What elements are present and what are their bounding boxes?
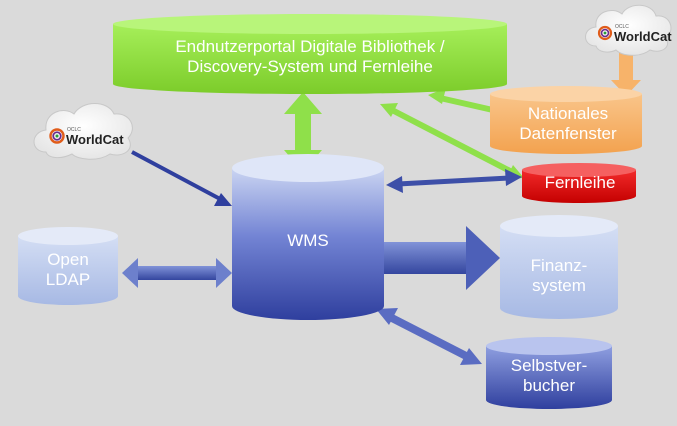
finanzsystem-cylinder: [500, 215, 618, 319]
finanzsystem-label-line1: Finanz-: [530, 256, 588, 275]
selbstverbucher-cylinder: [486, 337, 612, 409]
portal-cylinder: [113, 14, 507, 94]
nationales-datenfenster-label: Nationales Datenfenster: [488, 104, 648, 144]
nationales-label-line2: Datenfenster: [519, 124, 617, 144]
finanzsystem-label-line2: system: [532, 276, 586, 296]
selbstverbucher-label-line2: bucher: [523, 376, 575, 396]
arrow-worldcat-to-nationales: [611, 52, 641, 96]
selbstverbucher-label: Selbstver- bucher: [486, 356, 612, 396]
finanzsystem-label: Finanz- system: [500, 256, 618, 296]
portal-label-line2: Discovery-System und Fernleihe: [187, 57, 433, 77]
arrow-wms-fernleihe: [386, 169, 522, 193]
fernleihe-label: Fernleihe: [544, 173, 616, 192]
ldap-cylinder: [18, 227, 118, 305]
worldcat-oclc-text-left: OCLC: [67, 127, 81, 133]
wms-label: WMS: [287, 231, 329, 250]
arrow-worldcat-to-wms: [131, 150, 232, 206]
ldap-label-line1: Open: [47, 250, 89, 269]
worldcat-logo-icon: [49, 128, 65, 144]
arrow-ldap-wms: [122, 258, 232, 288]
worldcat-brand-text-top-right: WorldCat: [614, 29, 672, 44]
worldcat-oclc-text-top-right: OCLC: [615, 24, 629, 30]
wms-cylinder: [232, 154, 384, 320]
nationales-label-line1: Nationales: [527, 104, 609, 123]
selbstverbucher-label-line1: Selbstver-: [510, 356, 588, 375]
worldcat-cloud-top-right: [585, 4, 672, 56]
nationales-datenfenster-cylinder: [490, 86, 642, 154]
arrow-wms-to-finanzsystem: [384, 226, 500, 290]
arrow-wms-selbstverbucher: [376, 308, 482, 365]
worldcat-brand-text-left: WorldCat: [66, 132, 124, 147]
ldap-label-line2: LDAP: [45, 270, 91, 290]
worldcat-logo-icon: [597, 25, 613, 41]
ldap-label: Open LDAP: [18, 250, 118, 290]
worldcat-cloud-left: [33, 103, 133, 160]
portal-label-line1: Endnutzerportal Digitale Bibliothek /: [175, 37, 445, 56]
fernleihe-cylinder: [522, 163, 636, 203]
portal-label: Endnutzerportal Digitale Bibliothek / Di…: [110, 37, 510, 77]
